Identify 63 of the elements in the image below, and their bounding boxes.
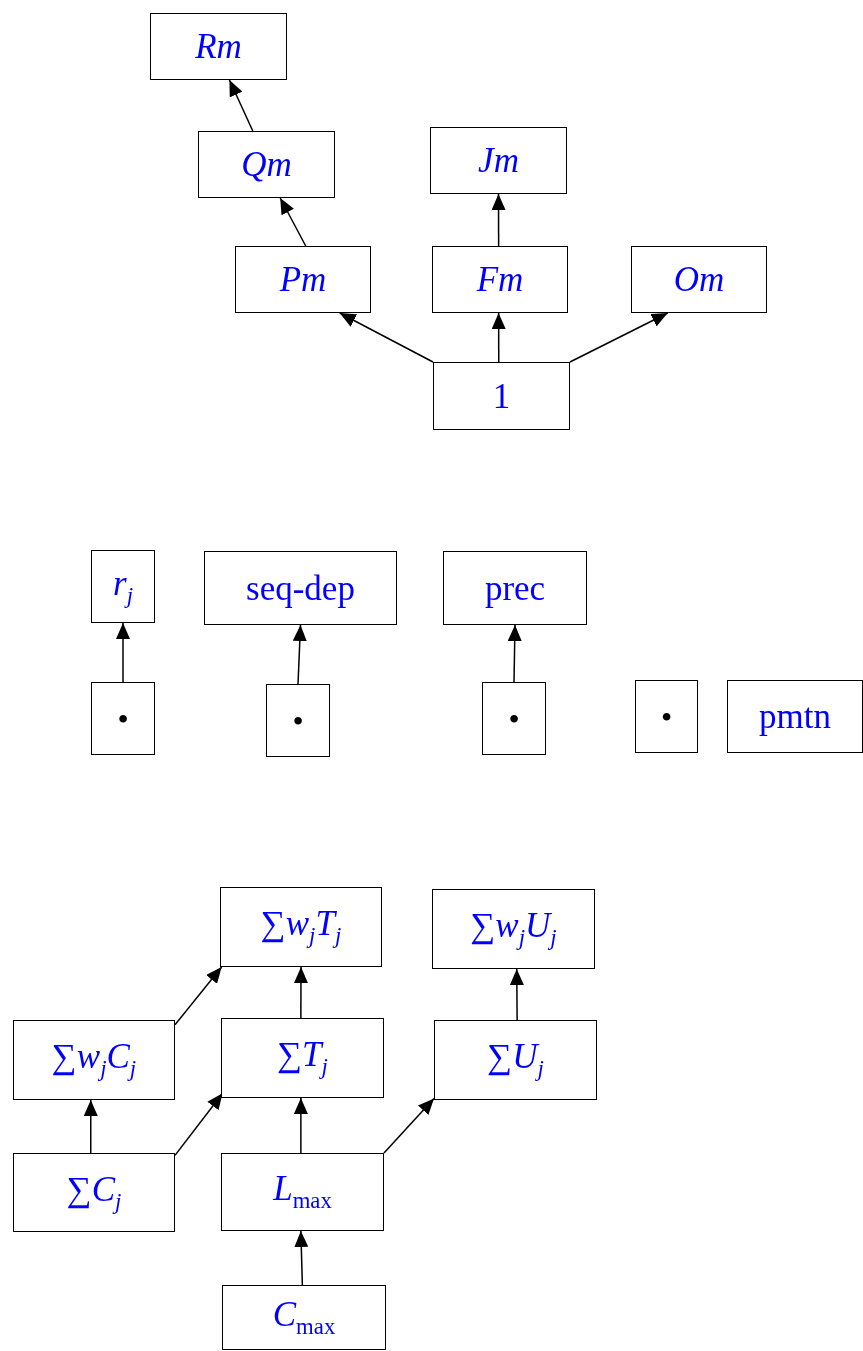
- arrow: [174, 1092, 224, 1157]
- bullet-box: [91, 682, 155, 755]
- notation-box: [430, 127, 567, 194]
- notation-box: [150, 13, 287, 80]
- notation-label: prec: [484, 570, 546, 606]
- notation-label: C$_{max}$: [272, 1296, 336, 1339]
- notation-label: 1: [492, 378, 511, 414]
- notation-box: [432, 889, 595, 969]
- notation-box: [433, 362, 570, 430]
- notation-box: [221, 1018, 384, 1098]
- arrow: [292, 624, 307, 685]
- notation-label: Fm: [476, 262, 524, 297]
- notation-box: [222, 1285, 386, 1350]
- notation-box: [220, 887, 382, 967]
- notation-label: r$_{j}$: [113, 565, 133, 608]
- arrow: [83, 1099, 98, 1154]
- notation-box: [221, 1153, 384, 1231]
- notation-box: [198, 131, 335, 198]
- notation-box: [13, 1020, 175, 1100]
- bullet-symbol: •: [660, 700, 673, 733]
- bullet-box: [635, 680, 698, 753]
- notation-label: Qm: [241, 147, 292, 182]
- arrow: [491, 312, 506, 363]
- arrow: [491, 193, 506, 247]
- notation-box: [13, 1153, 175, 1232]
- arrow: [507, 624, 522, 683]
- arrow: [383, 1097, 435, 1154]
- notation-label: Om: [673, 262, 725, 297]
- notation-label: L$_{max}$: [273, 1171, 332, 1213]
- arrow: [174, 966, 223, 1026]
- notation-label: seq-dep: [246, 570, 355, 606]
- arrow: [338, 312, 434, 363]
- arrow: [294, 1230, 309, 1286]
- notation-box: [631, 246, 767, 313]
- notation-box: [434, 1020, 597, 1100]
- notation-label: pmtn: [759, 699, 831, 734]
- arrow: [279, 197, 307, 247]
- arrow: [293, 1097, 308, 1154]
- bullet-symbol: •: [117, 702, 129, 735]
- arrow: [569, 312, 669, 363]
- bullet-box: [266, 684, 330, 757]
- arrow: [116, 622, 130, 683]
- notation-box: [443, 551, 587, 625]
- notation-label: ∑C$_{j}$: [66, 1171, 122, 1214]
- bullet-box: [482, 682, 546, 755]
- notation-label: Jm: [478, 143, 519, 178]
- notation-label: ∑w$_{j}$C$_{j}$: [51, 1039, 137, 1081]
- notation-box: [235, 246, 371, 313]
- notation-label: ∑w$_{j}$T$_{j}$: [260, 906, 342, 948]
- notation-box: [432, 246, 568, 313]
- bullet-symbol: •: [292, 704, 304, 737]
- notation-label: ∑U$_{j}$: [487, 1039, 544, 1081]
- notation-label: ∑w$_{j}$U$_{j}$: [470, 908, 557, 950]
- arrow: [228, 79, 254, 132]
- notation-box: [204, 551, 397, 625]
- notation-box: [727, 680, 863, 753]
- arrow: [293, 966, 308, 1019]
- notation-label: Pm: [279, 262, 327, 297]
- notation-label: Rm: [195, 29, 242, 64]
- arrow: [509, 968, 524, 1021]
- notation-label: ∑T$_{j}$: [277, 1037, 328, 1079]
- notation-box: [91, 550, 155, 623]
- bullet-symbol: •: [508, 702, 520, 735]
